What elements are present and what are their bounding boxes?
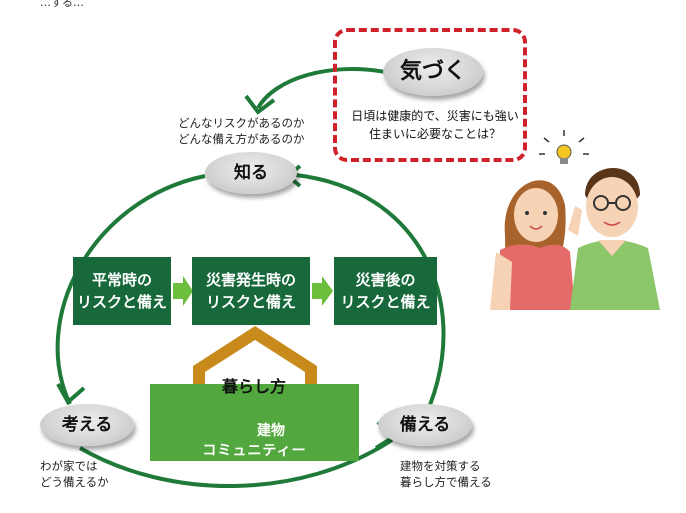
house-outline — [193, 326, 317, 432]
foundation-base — [150, 384, 359, 461]
building-label: 建物 — [257, 423, 285, 439]
phase-post-disaster: 災害後の リスクと備え — [334, 257, 437, 325]
kangaeru-note-line-2: どう備えるか — [40, 475, 109, 489]
community-label: コミュニティー — [202, 443, 307, 459]
sonaeru-note-line-1: 建物を対策する — [400, 459, 481, 473]
house-label: 暮らし方 — [221, 377, 286, 396]
stage-sonaeru: 備える — [378, 404, 472, 446]
woman-illustration — [490, 180, 582, 310]
stage-kangaeru: 考える — [40, 404, 134, 446]
arrowhead-kizuku-to-shiru — [244, 94, 276, 115]
man-illustration — [570, 167, 660, 310]
arrowhead-kangaeru — [56, 383, 86, 406]
phase-arrow-2 — [312, 276, 333, 306]
shiru-note-line-1: どんなリスクがあるのか — [178, 116, 305, 130]
awareness-question: 日頃は健康的で、災害にも強い 住まいに必要なことは？ — [345, 107, 525, 143]
shiru-note-line-2: どんな備え方があるのか — [178, 132, 305, 146]
awareness-line-2: 住まいに必要なことは？ — [368, 127, 501, 141]
header-fragment: …する… — [40, 0, 84, 9]
shiru-note: どんなリスクがあるのか どんな備え方があるのか — [178, 115, 338, 147]
lightbulb-icon — [539, 130, 589, 164]
kangaeru-note: わが家では どう備えるか — [40, 458, 190, 490]
awareness-box — [333, 28, 527, 162]
sonaeru-note-line-2: 暮らし方で備える — [400, 475, 492, 489]
kangaeru-note-line-1: わが家では — [40, 459, 98, 473]
stage-shiru: 知る — [205, 152, 297, 194]
awareness-line-1: 日頃は健康的で、災害にも強い — [351, 109, 519, 123]
phase-normal-time: 平常時の リスクと備え — [73, 257, 171, 325]
stage-kizuku: 気づく — [383, 48, 483, 96]
sonaeru-note: 建物を対策する 暮らし方で備える — [400, 458, 550, 490]
phase-disaster-time: 災害発生時の リスクと備え — [192, 257, 310, 325]
phase-arrow-1 — [173, 276, 193, 306]
arrow-kizuku-to-shiru — [256, 67, 386, 110]
arrow-shiru-to-sonaeru — [295, 173, 446, 406]
